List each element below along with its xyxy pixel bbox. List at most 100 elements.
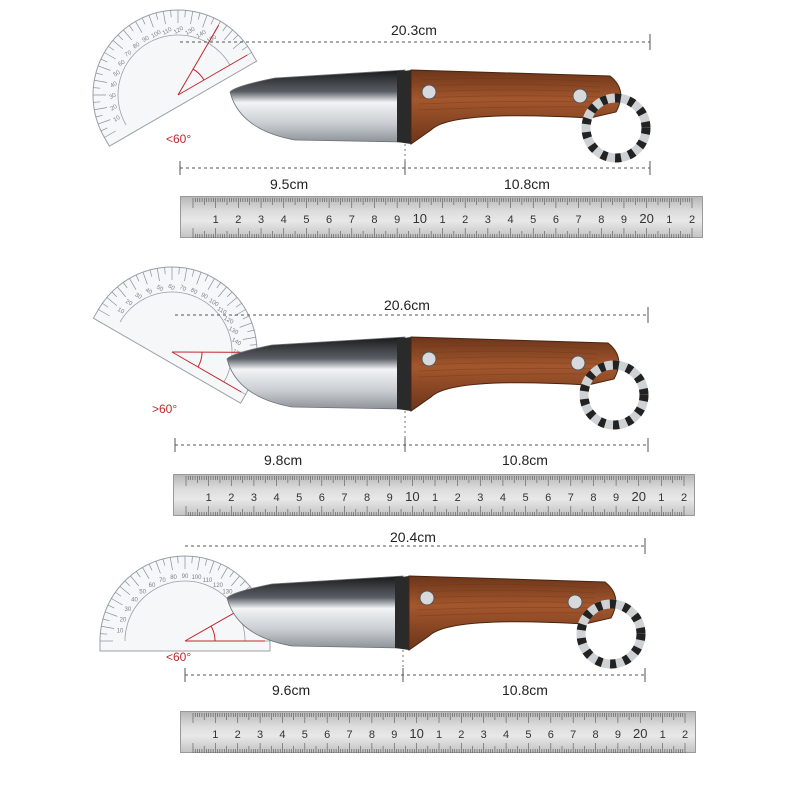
angle-label: >60° <box>152 402 178 416</box>
ruler-label: 7 <box>568 492 574 504</box>
protractor-label: 70 <box>178 284 187 293</box>
protractor-label: 40 <box>144 287 153 296</box>
ruler-label: 3 <box>257 729 263 741</box>
protractor-label: 10 <box>116 307 125 316</box>
ruler-label: 2 <box>462 214 468 226</box>
total-length-label: 20.6cm <box>380 297 434 313</box>
protractor-label: 110 <box>203 578 213 584</box>
protractor-label: 130 <box>227 326 239 337</box>
blade-length-label: 9.5cm <box>266 176 313 192</box>
protractor-label: 90 <box>142 35 151 44</box>
finger-ring-pattern <box>581 93 651 163</box>
protractor-label: 130 <box>222 589 233 595</box>
ruler-label: 3 <box>481 729 487 741</box>
protractor-label: 140 <box>230 337 242 348</box>
ruler-label: 7 <box>576 214 582 226</box>
blade <box>226 336 406 410</box>
wooden-handle <box>410 69 622 145</box>
protractor-label: 20 <box>124 299 133 308</box>
ruler-label: 1 <box>666 214 672 226</box>
rivet-icon <box>421 351 437 367</box>
ruler-label: 8 <box>371 214 377 226</box>
ruler-label: 6 <box>324 729 330 741</box>
protractor-label: 60 <box>149 583 156 589</box>
ruler-label: 1 <box>660 729 666 741</box>
ruler-label: 6 <box>545 492 551 504</box>
protractor-label: 40 <box>110 81 119 90</box>
ruler-label: 5 <box>522 492 528 504</box>
protractor-label: 110 <box>216 306 228 316</box>
finger-ring-pattern <box>579 360 649 430</box>
angle-label: <60° <box>166 132 192 146</box>
ruler-label: 3 <box>258 214 264 226</box>
ruler-label: 9 <box>615 729 621 741</box>
ruler-label: 2 <box>235 214 241 226</box>
protractor-label: 120 <box>173 25 185 36</box>
protractor-label: 50 <box>155 284 164 293</box>
protractor-label: 40 <box>131 598 138 604</box>
ruler-label: 4 <box>279 729 285 741</box>
ruler-label: 9 <box>387 492 393 504</box>
protractor-label: 100 <box>208 298 220 309</box>
protractor-label: 30 <box>124 607 131 613</box>
ruler-label: 20 <box>639 211 653 226</box>
protractor-label: 90 <box>182 574 189 580</box>
ruler-label: 1 <box>213 214 219 226</box>
rivet-icon <box>570 355 586 371</box>
total-length-label: 20.4cm <box>386 529 440 545</box>
protractor-label: 20 <box>110 104 119 113</box>
ruler-label: 1 <box>439 214 445 226</box>
ruler-label: 1 <box>212 729 218 741</box>
protractor-label: 60 <box>117 59 126 68</box>
protractor-label: 50 <box>139 589 146 595</box>
wooden-handle <box>408 575 617 651</box>
ruler-label: 2 <box>455 492 461 504</box>
ruler-label: 6 <box>553 214 559 226</box>
protractor-label: 30 <box>134 292 143 301</box>
ruler-label: 7 <box>570 729 576 741</box>
ruler-label: 7 <box>346 729 352 741</box>
protractor-label: 50 <box>113 70 122 79</box>
ruler-label: 4 <box>273 492 279 504</box>
ruler-label: 9 <box>621 214 627 226</box>
bolster <box>397 70 411 144</box>
protractor-label: 60 <box>167 283 176 292</box>
wooden-handle <box>410 336 620 412</box>
blade-length-label: 9.8cm <box>260 452 307 468</box>
ruler-label: 4 <box>507 214 513 226</box>
ruler-label: 4 <box>281 214 287 226</box>
protractor-label: 150 <box>206 34 218 45</box>
ruler-label: 2 <box>682 729 688 741</box>
protractor-label: 70 <box>124 50 133 59</box>
ruler-label: 9 <box>613 492 619 504</box>
ruler-label: 8 <box>369 729 375 741</box>
ruler-label: 5 <box>302 729 308 741</box>
ruler-label: 7 <box>349 214 355 226</box>
ruler-label: 4 <box>503 729 509 741</box>
ruler-label: 20 <box>633 726 647 741</box>
ruler-label: 5 <box>296 492 302 504</box>
ruler-label: 8 <box>598 214 604 226</box>
protractor-label: 20 <box>120 617 127 623</box>
rivet-icon <box>572 88 588 104</box>
ruler-label: 10 <box>405 489 419 504</box>
protractor-label: 100 <box>151 29 163 40</box>
protractor-label: 110 <box>162 26 174 36</box>
ruler-label: 8 <box>592 729 598 741</box>
handle-length-label: 10.8cm <box>498 682 552 698</box>
ruler-label: 1 <box>658 492 664 504</box>
protractor-label: 10 <box>113 115 122 124</box>
protractor-label: 80 <box>189 287 198 296</box>
ruler-label: 2 <box>458 729 464 741</box>
ruler-label: 10 <box>409 726 423 741</box>
finger-ring-pattern <box>576 599 646 669</box>
ruler-label: 8 <box>590 492 596 504</box>
protractor-label: 70 <box>159 578 166 584</box>
rivet-icon <box>567 594 583 610</box>
ruler-label: 20 <box>631 489 645 504</box>
ruler-label: 9 <box>394 214 400 226</box>
